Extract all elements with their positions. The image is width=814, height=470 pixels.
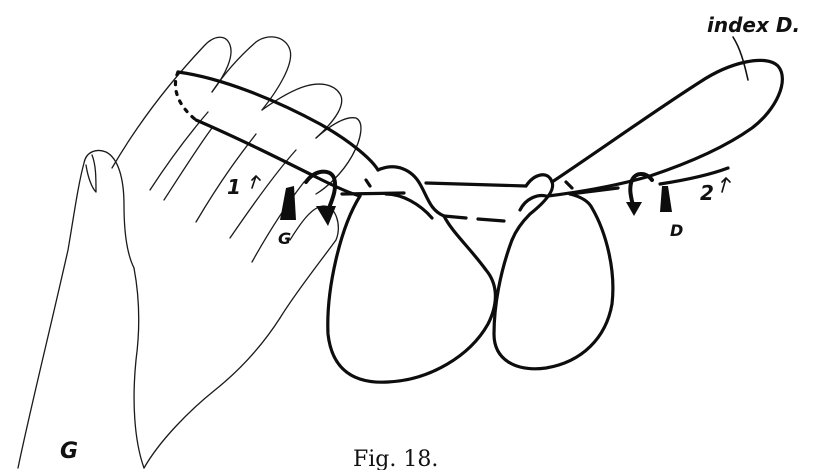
left-hand-drawing (18, 37, 361, 468)
right-marker-shape (660, 186, 672, 212)
right-marker-label: D (670, 221, 683, 240)
figure-caption: Fig. 18. (353, 447, 438, 470)
left-marker-label: G (278, 229, 291, 248)
step-one-arrow (252, 176, 260, 188)
index-right-label: index D. (707, 13, 800, 37)
index-label-leader (733, 37, 748, 80)
step-one-label: 1 (227, 175, 241, 199)
string-figure (175, 60, 782, 382)
left-hand-label: G (60, 439, 78, 464)
step-two-arrow (722, 178, 730, 192)
step-two-label: 2 (700, 181, 714, 205)
left-marker-shape (280, 186, 296, 220)
